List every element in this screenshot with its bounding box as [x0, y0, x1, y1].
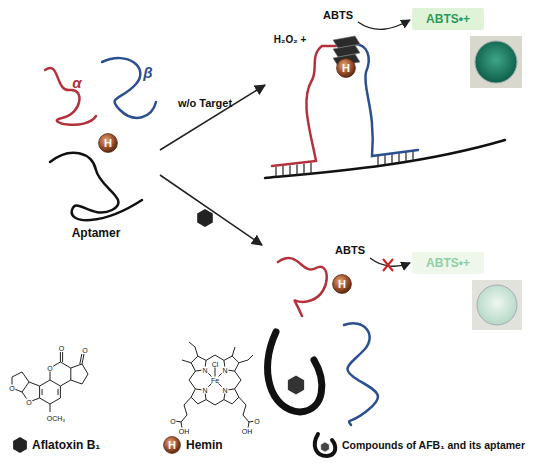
product-name: ABTS•+	[426, 256, 470, 270]
product-box: ABTS•+	[412, 8, 484, 30]
reaction-arrow	[160, 175, 262, 245]
hemin-circle: H	[163, 436, 181, 454]
hemin-circle: H	[98, 133, 118, 153]
reaction-arrow	[358, 20, 410, 29]
annotation-text: Aptamer	[71, 227, 122, 239]
blocked-mark	[383, 259, 393, 271]
beta-strand	[344, 323, 378, 425]
product-box: ABTS•+	[412, 252, 484, 274]
hemin-circle: H	[332, 274, 352, 294]
reaction-arrow	[160, 85, 265, 150]
hemin-disc	[333, 275, 352, 294]
annotation-text: ABTS	[322, 10, 354, 21]
well-photo	[470, 36, 522, 88]
atom-label: O	[253, 418, 260, 425]
atom-label: O	[81, 347, 88, 354]
hemin-symbol: H	[163, 436, 181, 454]
hemin-disc	[164, 437, 181, 454]
hemin-disc	[337, 59, 356, 78]
hemin-structure	[175, 342, 255, 428]
annotation-text: β	[142, 65, 153, 80]
aptamer-target-complex	[268, 332, 322, 412]
legend-text: Aflatoxin B₁	[32, 439, 100, 451]
alpha-strand	[272, 46, 336, 166]
annotation-text: w/o Target	[177, 98, 233, 109]
colorless-well	[477, 285, 517, 325]
hemin-symbol: H	[336, 58, 356, 78]
atom-label: N	[221, 387, 228, 394]
aflatoxin-structure	[12, 352, 88, 412]
hemin-circle: H	[336, 58, 356, 78]
legend-complex	[315, 434, 336, 456]
atom-label: OH	[241, 428, 254, 435]
beta-strand	[354, 44, 418, 156]
beta-strand	[102, 58, 156, 118]
annotation-text: α	[71, 75, 82, 90]
atom-label: OH	[178, 428, 191, 435]
aptamer-strand	[265, 140, 505, 178]
atom-label: O	[46, 365, 53, 372]
atom-label: O	[169, 418, 176, 425]
annotation-text: ABTS	[334, 245, 366, 256]
alpha-strand	[278, 258, 327, 316]
colored-well	[475, 41, 517, 83]
legend-text: Compounds of AFB₁ and its aptamer	[342, 440, 525, 451]
product-name: ABTS•+	[426, 12, 470, 26]
atom-label: Cl	[211, 361, 220, 368]
hemin-disc	[99, 134, 118, 153]
hemin-symbol: H	[332, 274, 352, 294]
hemin-symbol: H	[98, 133, 118, 153]
legend-hexagon	[13, 437, 27, 453]
atom-label: N	[221, 367, 228, 374]
aflatoxin-hexagon	[197, 209, 213, 227]
well-photo	[472, 280, 522, 330]
aptamer-strand	[50, 153, 142, 220]
aflatoxin-hexagon	[287, 375, 304, 395]
annotation-text: H₂O₂ +	[273, 35, 308, 45]
atom-label: OCH₃	[46, 415, 66, 422]
atom-label: O	[25, 399, 32, 406]
atom-label: N	[201, 367, 208, 374]
atom-label: O	[58, 345, 65, 352]
alpha-strand	[45, 68, 96, 125]
legend-complex-hexagon	[321, 442, 330, 452]
legend-text: Hemin	[186, 439, 223, 451]
atom-label: N	[201, 387, 208, 394]
atom-label: Fe	[210, 377, 220, 384]
atom-label: O	[8, 385, 15, 392]
